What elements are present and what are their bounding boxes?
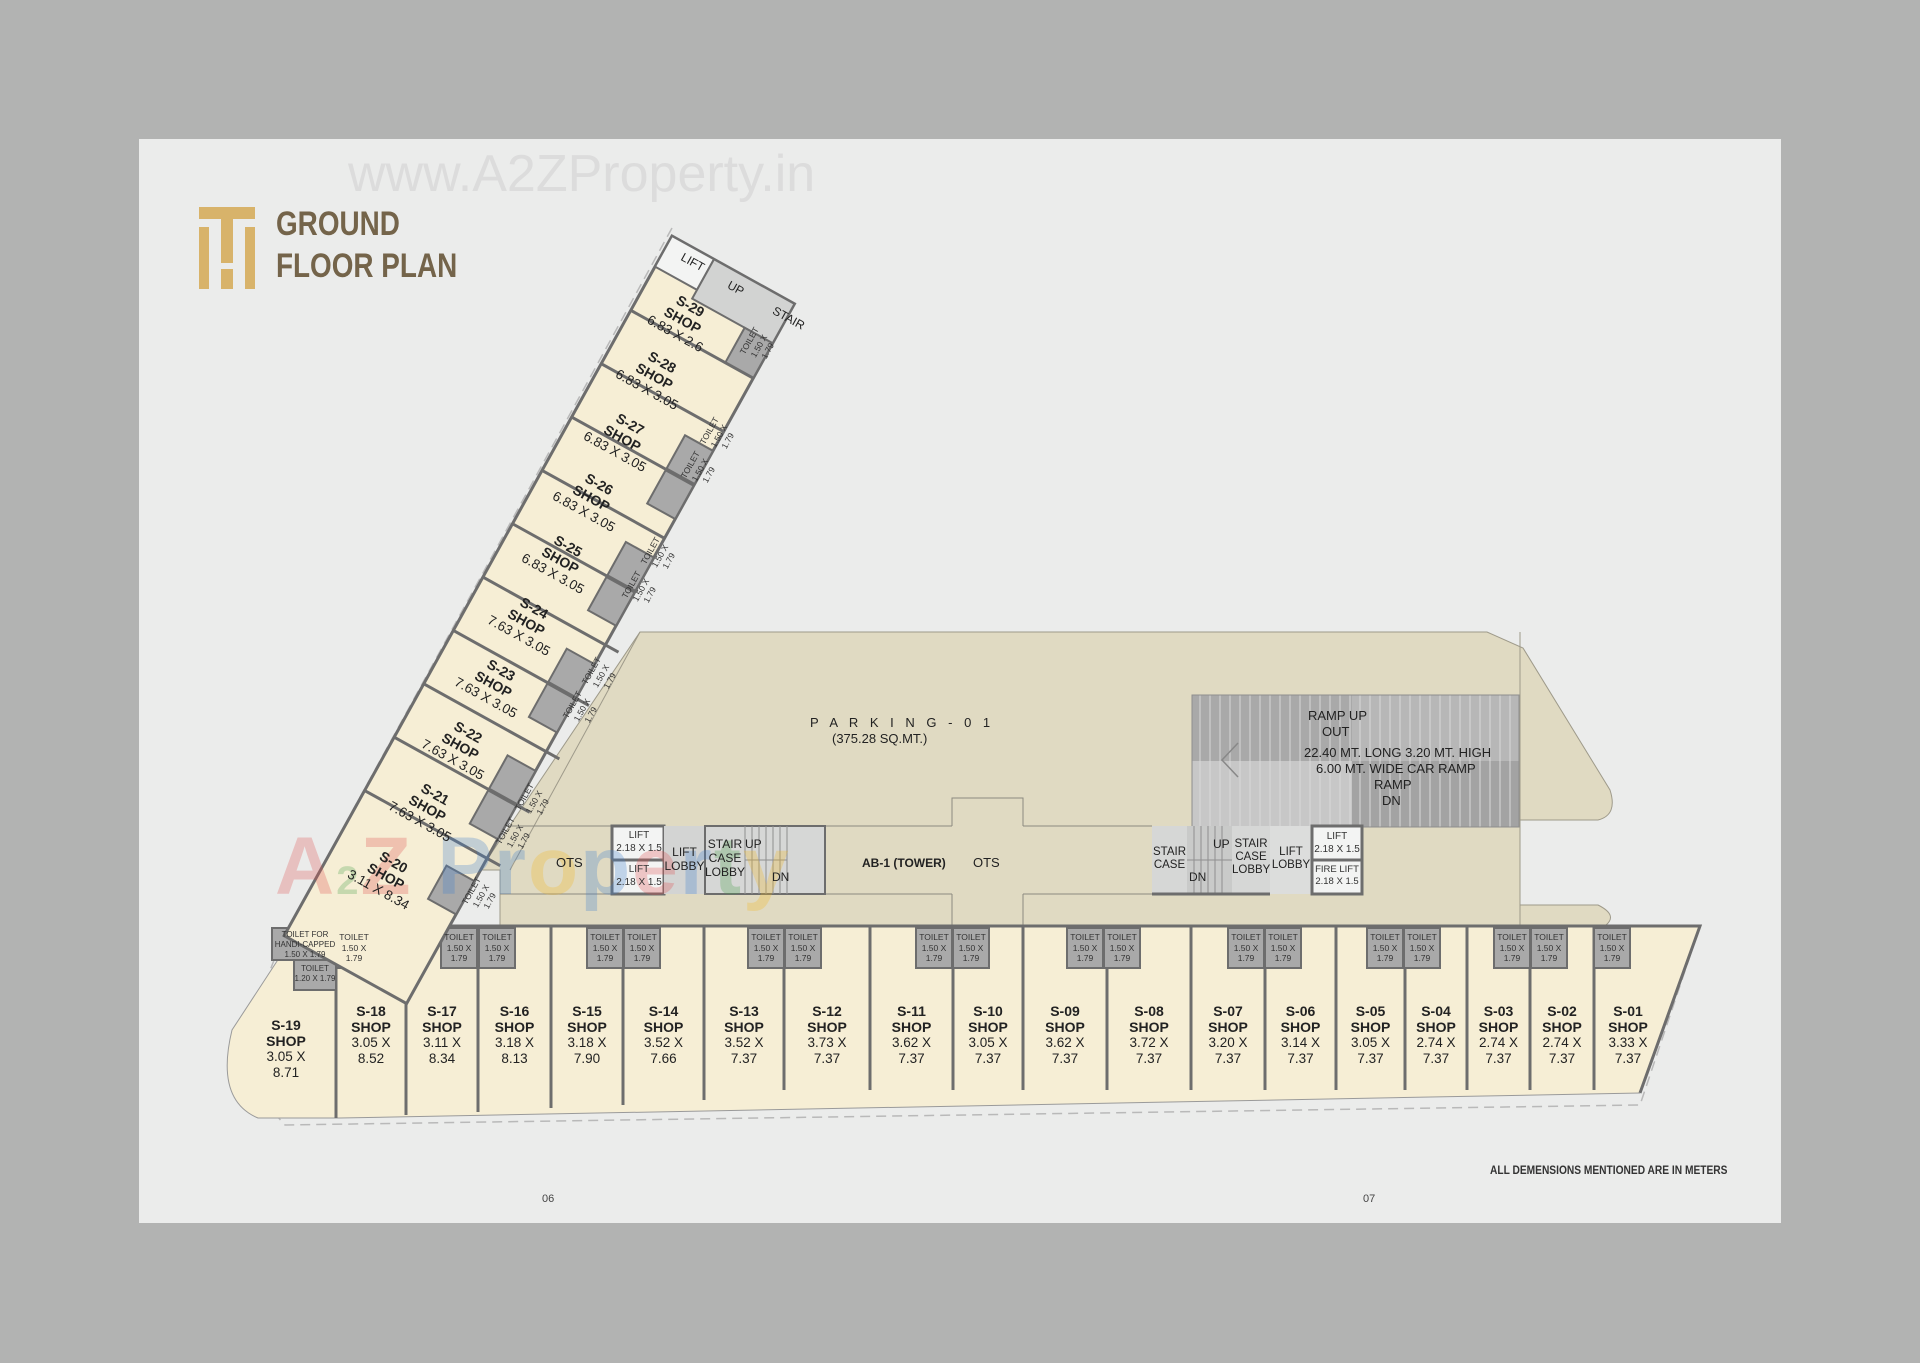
- tower-label: AB-1 (TOWER): [862, 856, 946, 870]
- page-number-left: 06: [542, 1193, 555, 1205]
- ramp-width-label: 6.00 MT. WIDE CAR RAMP: [1316, 761, 1476, 776]
- staircase-right: STAIR CASE: [1152, 846, 1186, 872]
- title-line-1: GROUND: [276, 205, 400, 243]
- lift-lobby-left: LIFT LOBBY: [664, 845, 705, 873]
- stair-up-right: UP: [1213, 837, 1230, 851]
- stair-dn-right: DN: [1189, 870, 1207, 884]
- stair-up-left: UP: [745, 837, 762, 851]
- brand-logo-icon: [199, 207, 255, 289]
- bottom-shop-strip: [227, 926, 1700, 1118]
- staircase-lobby-right: STAIR CASE LOBBY: [1232, 838, 1271, 877]
- dimensions-note: ALL DEMENSIONS MENTIONED ARE IN METERS: [1490, 1163, 1728, 1177]
- ramp-out-label: OUT: [1322, 724, 1350, 739]
- lift-lobby-right: LIFT LOBBY: [1271, 846, 1311, 872]
- ramp-dn-label: RAMP: [1374, 777, 1412, 792]
- ramp-length-label: 22.40 MT. LONG 3.20 MT. HIGH: [1304, 745, 1492, 760]
- ramp-dn-label-2: DN: [1382, 793, 1401, 808]
- ots-tower: OTS: [973, 855, 1000, 870]
- parking-area-label: (375.28 SQ.MT.): [832, 731, 928, 746]
- ots-left: OTS: [556, 855, 583, 870]
- stair-dn-left: DN: [772, 870, 790, 884]
- brand-watermark: A2Z Property: [275, 821, 791, 912]
- page-title: GROUND FLOOR PLAN: [276, 203, 457, 287]
- staircase-lobby-left: STAIR CASE LOBBY: [705, 837, 746, 879]
- watermark-url: www.A2ZProperty.in: [348, 145, 816, 203]
- ramp-up-label: RAMP UP: [1308, 708, 1367, 723]
- parking-name: P A R K I N G - 0 1: [810, 715, 995, 730]
- page-number-right: 07: [1363, 1193, 1376, 1205]
- title-line-2: FLOOR PLAN: [276, 247, 458, 285]
